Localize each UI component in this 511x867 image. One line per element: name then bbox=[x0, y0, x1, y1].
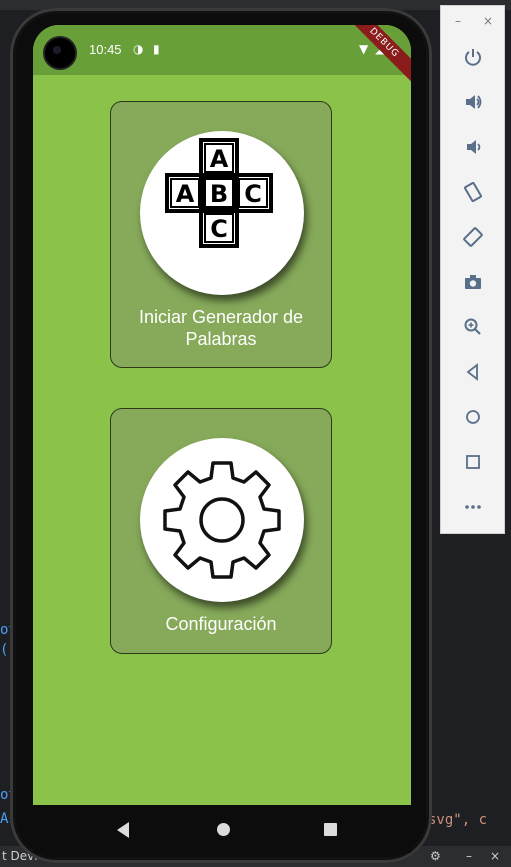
power-icon[interactable] bbox=[459, 43, 487, 71]
emulator-toolbar: – × bbox=[440, 5, 505, 534]
sd-card-icon: ▮ bbox=[153, 42, 160, 56]
svg-text:A: A bbox=[176, 180, 195, 208]
settings-icon[interactable]: ⚙ bbox=[430, 849, 441, 863]
volume-down-icon[interactable] bbox=[459, 133, 487, 161]
app-notification-icon: ◑ bbox=[133, 42, 144, 56]
word-generator-card[interactable]: A A B C C Iniciar Generador de Palabras bbox=[110, 101, 332, 368]
phone-frame: 10:45 ◑ ▮ ▼ ◢ ▮ DEBUG bbox=[10, 8, 432, 863]
code-fragment: ( bbox=[0, 642, 9, 658]
home-icon[interactable] bbox=[217, 823, 230, 836]
settings-label: Configuración bbox=[165, 614, 277, 634]
back-icon[interactable] bbox=[117, 822, 129, 838]
wifi-icon: ▼ bbox=[359, 42, 369, 56]
close-window-button[interactable]: × bbox=[483, 14, 494, 28]
home-icon[interactable] bbox=[459, 403, 487, 431]
device-screen: 10:45 ◑ ▮ ▼ ◢ ▮ DEBUG bbox=[33, 25, 411, 805]
zoom-icon[interactable] bbox=[459, 313, 487, 341]
minimize-window-button[interactable]: – bbox=[455, 14, 461, 28]
camera-icon[interactable] bbox=[459, 268, 487, 296]
recents-icon[interactable] bbox=[324, 823, 337, 836]
status-time: 10:45 bbox=[89, 42, 122, 57]
debug-banner: DEBUG bbox=[339, 25, 411, 88]
svg-text:C: C bbox=[210, 215, 228, 243]
gear-icon bbox=[140, 438, 304, 602]
svg-text:B: B bbox=[210, 180, 228, 208]
abc-letters-icon: A A B C C bbox=[140, 131, 304, 295]
android-status-bar: 10:45 ◑ ▮ ▼ ◢ ▮ DEBUG bbox=[33, 25, 411, 88]
rotate-left-icon[interactable] bbox=[459, 178, 487, 206]
camera-icon bbox=[45, 38, 75, 68]
more-icon[interactable] bbox=[459, 493, 487, 521]
minimize-icon[interactable]: – bbox=[466, 849, 472, 863]
overview-icon[interactable] bbox=[459, 448, 487, 476]
close-icon[interactable]: × bbox=[490, 849, 501, 863]
code-fragment: svg", c bbox=[428, 812, 488, 828]
volume-up-icon[interactable] bbox=[459, 88, 487, 116]
svg-text:C: C bbox=[244, 180, 262, 208]
word-generator-label: Iniciar Generador de Palabras bbox=[138, 307, 304, 349]
back-icon[interactable] bbox=[459, 358, 487, 386]
settings-card[interactable]: Configuración bbox=[110, 408, 332, 654]
ide-top-bar bbox=[0, 0, 511, 10]
android-nav-bar bbox=[33, 805, 411, 853]
rotate-right-icon[interactable] bbox=[459, 223, 487, 251]
svg-text:A: A bbox=[210, 145, 229, 173]
